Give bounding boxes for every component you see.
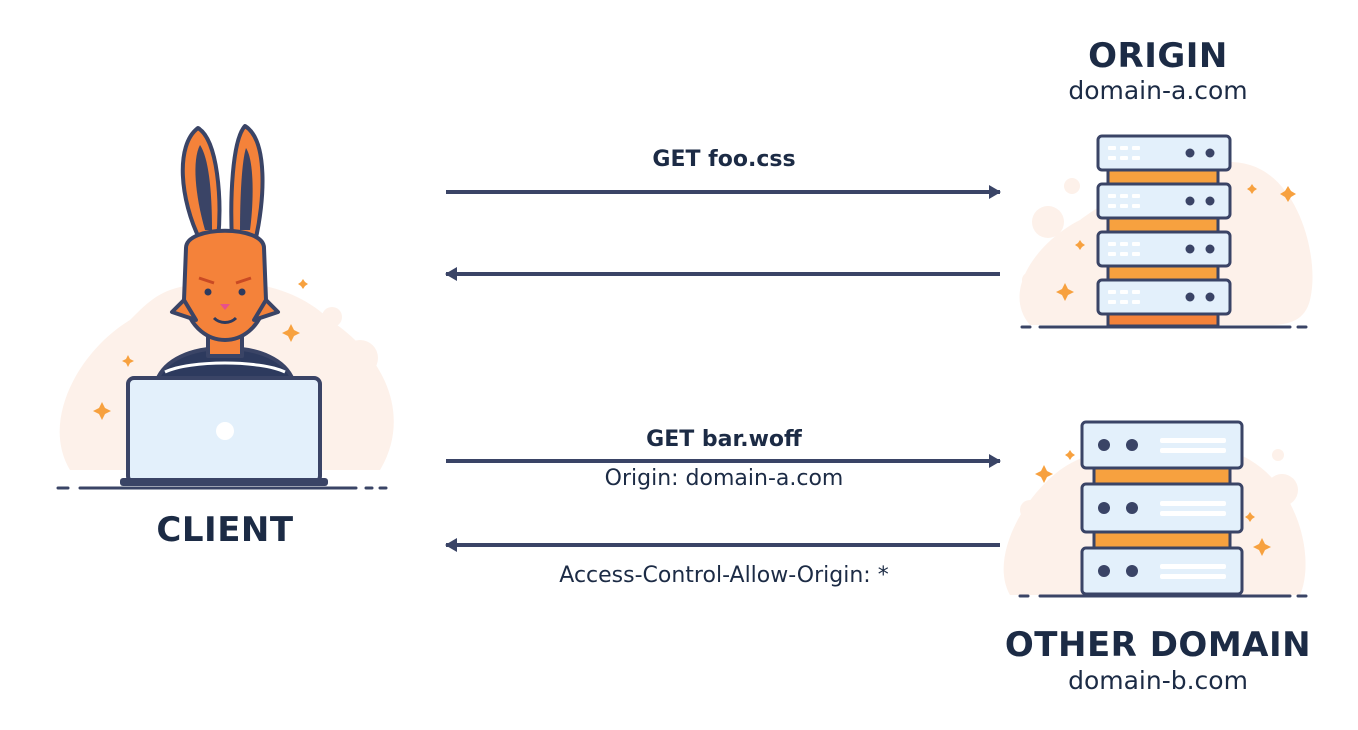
origin-domain: domain-a.com (1068, 76, 1248, 105)
rabbit-avatar-icon (155, 124, 295, 382)
request-1-label: GET foo.css (652, 147, 796, 172)
client-illustration (56, 124, 394, 490)
client-title: CLIENT (156, 510, 294, 550)
laptop-icon (120, 376, 328, 486)
origin-server-rack-icon (1096, 134, 1232, 328)
other-domain-domain: domain-b.com (1068, 666, 1248, 695)
other-server-illustration (1003, 420, 1308, 598)
sparkle-icon (1056, 184, 1296, 301)
sparkle-icon (93, 279, 308, 420)
response-2-header-label: Access-Control-Allow-Origin: * (559, 563, 889, 588)
sparkle-icon (1035, 450, 1271, 556)
decor-circle (1064, 178, 1080, 194)
decor-circle (322, 307, 342, 327)
decor-circle (1032, 206, 1064, 238)
decor-circle (1266, 474, 1298, 506)
decor-circle (342, 340, 378, 376)
decor-circle (1272, 449, 1284, 461)
origin-server-illustration (1019, 134, 1313, 329)
decor-circle (1022, 272, 1038, 288)
other-domain-title: OTHER DOMAIN (1004, 625, 1312, 665)
decor-circle (1020, 500, 1040, 520)
request-2-header-label: Origin: domain-a.com (604, 466, 844, 491)
origin-title: ORIGIN (1088, 36, 1228, 76)
request-2-label: GET bar.woff (646, 427, 802, 452)
other-server-rack-icon (1080, 420, 1244, 596)
arrows (445, 185, 1001, 552)
